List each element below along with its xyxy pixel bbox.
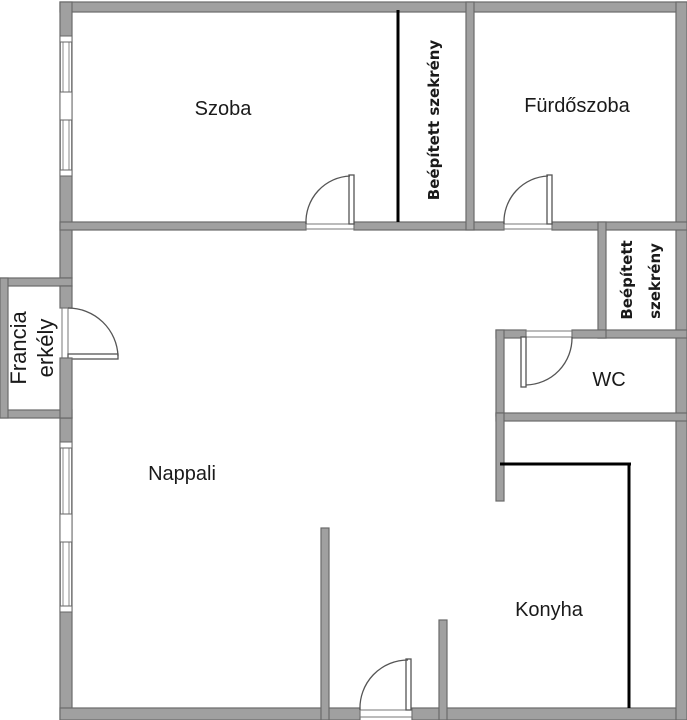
balcony-wall-left	[0, 277, 9, 419]
wall-h-wc-bottom	[495, 412, 687, 422]
label-francia: Francia	[6, 311, 31, 385]
label-closet-right-line2: szekrény	[646, 243, 664, 319]
wall-h-top-c	[551, 221, 687, 231]
wall-v-wc-left	[495, 329, 505, 417]
door-furdoszoba	[503, 174, 553, 230]
wall-h-top-a	[59, 221, 307, 231]
window-lower-frame-mid	[59, 513, 73, 543]
balcony-wall-top	[0, 277, 73, 287]
left-windows	[59, 35, 73, 613]
door-francia	[59, 285, 119, 419]
window-upper-frame-mid	[59, 91, 73, 121]
label-closet-right-line1: Beépített	[618, 240, 636, 319]
wall-v-closet-bath	[465, 1, 475, 231]
wall-v-nappali-stub	[320, 527, 330, 720]
label-closet-top: Beépített szekrény	[425, 40, 443, 201]
window-upper-frame-bottom	[59, 169, 73, 177]
door-wc	[520, 330, 573, 388]
door-entrance	[359, 658, 413, 718]
label-erkely: erkély	[33, 319, 58, 378]
wall-h-wc-top-b	[571, 329, 607, 339]
door-szoba	[305, 174, 355, 230]
wall-v-kitchen-stub	[495, 412, 505, 502]
room-labels: Szoba Fürdőszoba Beépített szekrény Beép…	[6, 40, 664, 621]
wall-h-top-b	[353, 221, 505, 231]
label-szoba: Szoba	[195, 98, 253, 120]
wall-right	[675, 1, 687, 720]
wall-top	[59, 1, 687, 13]
built-in-lines	[396, 10, 631, 708]
window-lower-frame-bottom	[59, 605, 73, 613]
label-nappali: Nappali	[148, 463, 216, 485]
window-lower-frame-top	[59, 441, 73, 449]
label-konyha: Konyha	[515, 599, 584, 621]
inner-walls	[59, 1, 687, 720]
wall-h-right-closet	[597, 329, 687, 339]
wall-v-right-closet	[597, 221, 607, 339]
label-furdoszoba: Fürdőszoba	[524, 95, 630, 117]
wall-bottom-left	[59, 707, 361, 720]
label-wc: WC	[592, 369, 625, 391]
window-upper-frame-top	[59, 35, 73, 43]
wall-bottom-right	[411, 707, 687, 720]
doors	[59, 174, 573, 718]
wall-v-kitchen-entry-stub	[438, 619, 448, 720]
